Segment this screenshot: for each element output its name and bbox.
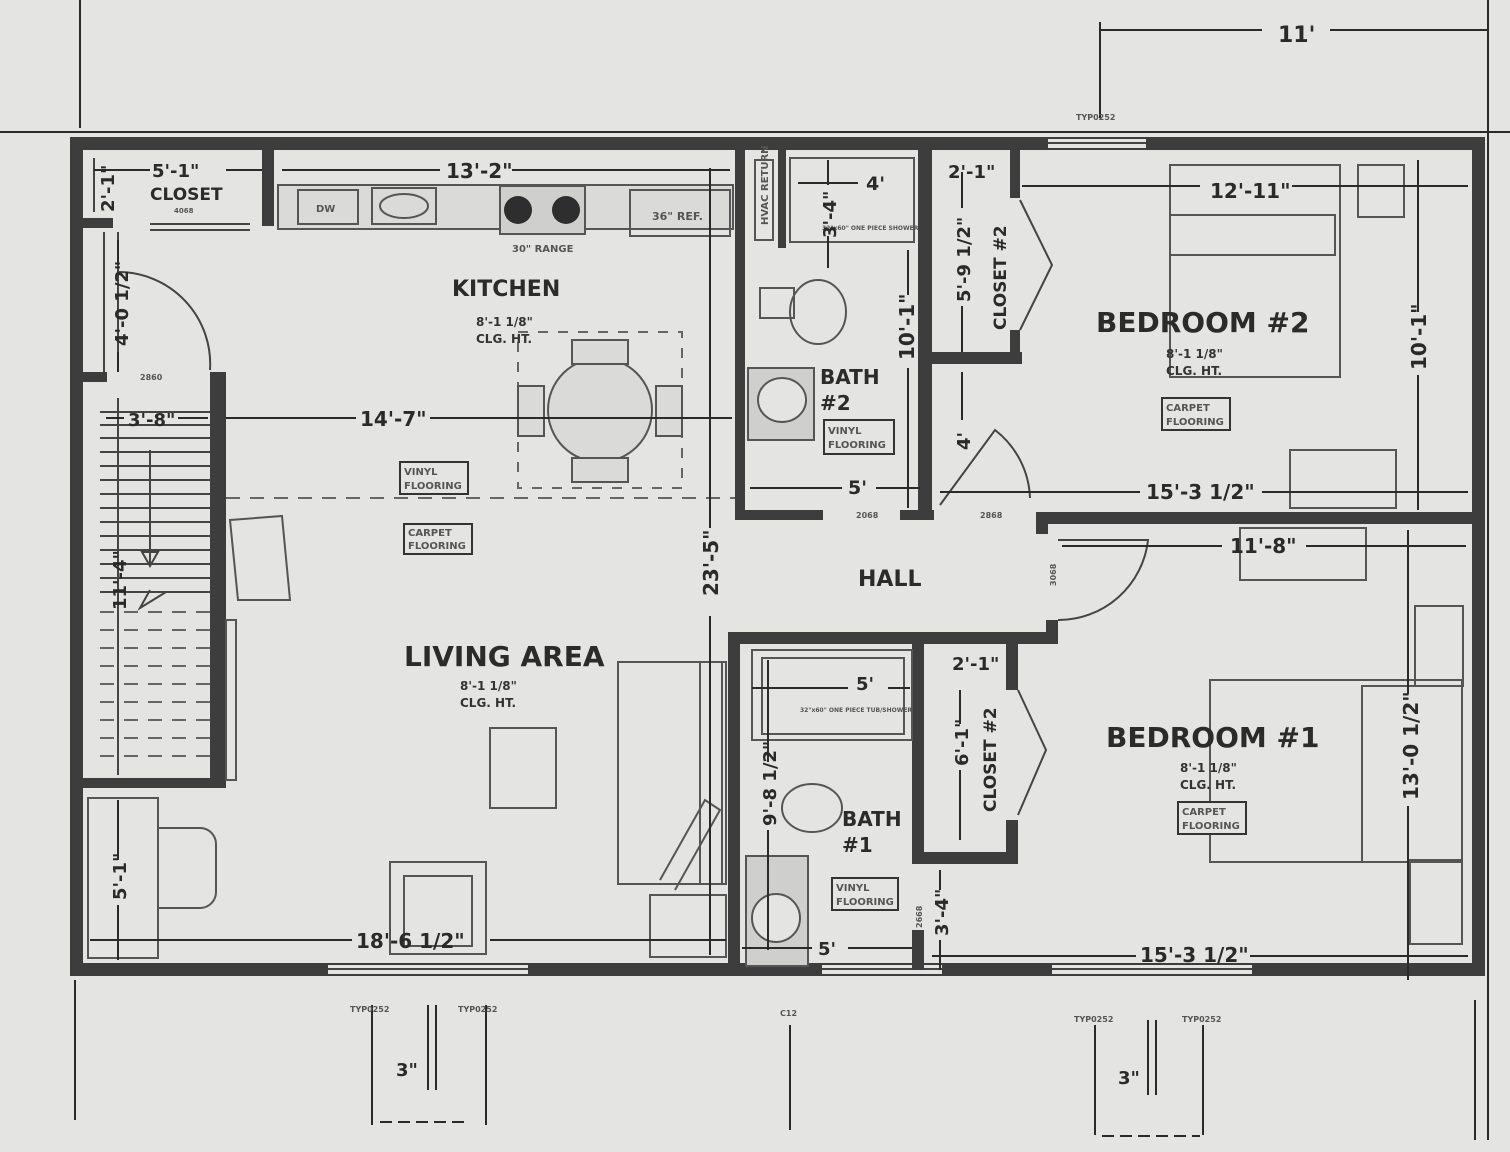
range-label: 30" RANGE (512, 244, 574, 255)
dim-closet2-width: 2'-1" (948, 162, 995, 183)
bedroom-2-label: BEDROOM #2 (1096, 306, 1309, 339)
bedroom-2-ceiling-label: CLG. HT. (1166, 364, 1222, 378)
door-tag-3068: 3068 (1049, 563, 1058, 586)
bath-1-vinyl-tag-1: VINYL (836, 883, 870, 894)
bedroom-1-door (1057, 539, 1150, 622)
c12-label: C12 (780, 1009, 797, 1018)
dim-pier-right: 3" (1118, 1068, 1140, 1089)
dim-bath2-width: 4' (866, 173, 885, 195)
dim-left-lower: 5'-1" (110, 853, 131, 900)
dim-left-upper: 4'-0 1/2" (112, 261, 133, 346)
bedroom-1-carpet-tag-1: CARPET (1182, 807, 1226, 818)
dim-kitchen-width: 13'-2" (446, 159, 513, 183)
bedroom-1-carpet-tag-2: FLOORING (1182, 821, 1240, 832)
window-tag-bottom-1: TYP0252 (350, 1005, 389, 1014)
closet-2-lower-label: CLOSET #2 (981, 707, 1001, 812)
flooring-tags (399, 397, 1247, 911)
dim-bath1-bottom: 5' (818, 939, 836, 960)
bedroom-2-furniture (1169, 164, 1405, 509)
hvac-return-label: HVAC RETURN (760, 145, 771, 225)
dim-stair-width: 3'-8" (128, 410, 175, 431)
interior-walls (83, 148, 1472, 972)
kitchen-label: KITCHEN (452, 277, 560, 302)
dim-overall-depth: 23'-5" (699, 529, 723, 596)
dim-bath2-door: 5' (848, 477, 867, 499)
dim-bedroom1-bottom: 15'-3 1/2" (1140, 943, 1249, 967)
bedroom-2-ceiling-height: 8'-1 1/8" (1166, 347, 1223, 361)
kitchen-vinyl-tag-1: VINYL (404, 467, 438, 478)
dim-bedroom2-width: 12'-11" (1210, 179, 1291, 203)
closet-label: CLOSET (150, 185, 223, 205)
dim-bedroom1-depth: 13'-0 1/2" (1399, 691, 1423, 800)
dim-pier-left: 3" (396, 1060, 418, 1081)
bath-2-label-line1: BATH (820, 365, 880, 389)
closet-1-door (1017, 689, 1048, 816)
living-area-label: LIVING AREA (404, 640, 605, 673)
exterior-walls (70, 137, 1485, 976)
living-carpet-tag-1: CARPET (408, 528, 452, 539)
bath-2-fixtures (747, 157, 915, 441)
bath-2-label-line2: #2 (820, 391, 851, 415)
dim-top-11: 11' (1278, 23, 1315, 48)
window-tag-bottom-2: TYP0252 (458, 1005, 497, 1014)
dim-hall-4: 4' (954, 432, 975, 450)
foundation-marks (380, 1121, 1200, 1137)
bath-1-label-line2: #1 (842, 833, 873, 857)
living-ceiling-label: CLG. HT. (460, 696, 516, 710)
closet-2-upper-label: CLOSET #2 (991, 225, 1011, 330)
dining-table (517, 331, 683, 489)
bath-2-door (939, 428, 1031, 506)
dim-bedroom2-bottom: 15'-3 1/2" (1146, 480, 1255, 504)
dim-bath1-side: 3'-4" (932, 889, 953, 936)
kitchen-ceiling-height: 8'-1 1/8" (476, 315, 533, 329)
window-tag-top: TYP0252 (1076, 113, 1115, 122)
bedroom-2-carpet-tag-2: FLOORING (1166, 417, 1224, 428)
dim-closet-width: 5'-1" (152, 161, 199, 182)
bedroom-1-ceiling-label: CLG. HT. (1180, 778, 1236, 792)
bedroom-2-carpet-tag-1: CARPET (1166, 403, 1210, 414)
dim-closet1-depth: 6'-1" (952, 719, 973, 766)
door-tag-2860: 2860 (140, 373, 163, 382)
dim-living-width: 18'-6 1/2" (356, 929, 465, 953)
kitchen-vinyl-tag-2: FLOORING (404, 481, 462, 492)
kitchen-ceiling-label: CLG. HT. (476, 332, 532, 346)
bedroom-1-label: BEDROOM #1 (1106, 721, 1319, 754)
dim-bath2-depth: 10'-1" (895, 293, 919, 360)
window-tag-bottom-3: TYP0252 (1074, 1015, 1113, 1024)
tub-note-1: 32"x60" ONE PIECE TUB/SHOWER (800, 707, 912, 714)
bath-2-vinyl-tag-1: VINYL (828, 426, 862, 437)
bedroom-1-furniture (1209, 527, 1464, 945)
dim-bath1-depth: 9'-8 1/2" (760, 741, 781, 826)
closet-2-upper-door (1019, 199, 1054, 331)
dim-kitchen-span: 14'-7" (360, 407, 427, 431)
dim-closet2-depth: 5'-9 1/2" (954, 217, 975, 302)
dim-bath1-tub: 5' (856, 674, 874, 695)
shower-note-2: 32"x60" ONE PIECE SHOWER (822, 225, 919, 232)
dishwasher-label: DW (316, 204, 335, 215)
bath-1-vinyl-tag-2: FLOORING (836, 897, 894, 908)
hall-label: HALL (858, 567, 921, 592)
door-tag-2868: 2868 (980, 511, 1003, 520)
kitchen-counter (277, 184, 734, 237)
door-tag-4068-closet: 4068 (174, 207, 194, 215)
dim-bedroom2-depth: 10'-1" (1407, 303, 1431, 370)
dim-closet1-width: 2'-1" (952, 654, 999, 675)
dim-closet-depth: 2'-1" (98, 165, 119, 212)
door-tag-2068-bath2: 2068 (856, 511, 879, 520)
bedroom-1-ceiling-height: 8'-1 1/8" (1180, 761, 1237, 775)
dim-bedroom1-width: 11'-8" (1230, 534, 1297, 558)
refrigerator-label: 36" REF. (652, 210, 703, 223)
door-tag-2668: 2668 (915, 905, 924, 928)
dim-stair-length: 11'-4" (110, 550, 131, 610)
staircase (100, 398, 210, 775)
living-ceiling-height: 8'-1 1/8" (460, 679, 517, 693)
living-carpet-tag-2: FLOORING (408, 541, 466, 552)
bath-2-vinyl-tag-2: FLOORING (828, 440, 886, 451)
bath-1-label-line1: BATH (842, 807, 902, 831)
dim-bath2-shower: 3'-4" (820, 191, 841, 238)
dimension-lines (90, 160, 1468, 980)
window-tag-bottom-4: TYP0252 (1182, 1015, 1221, 1024)
